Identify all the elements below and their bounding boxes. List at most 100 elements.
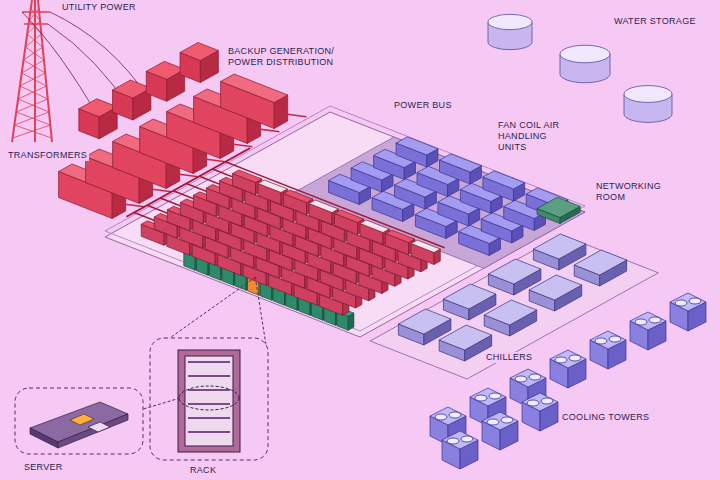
power-bus — [186, 184, 405, 270]
tower-fan — [569, 355, 581, 361]
server-highlight — [179, 386, 239, 410]
tower-fan — [487, 419, 499, 425]
chiller-unit-top — [398, 309, 451, 334]
cooling-tower — [630, 312, 666, 350]
inset-leader — [160, 277, 255, 345]
tower-brace — [27, 34, 42, 47]
building-floor — [105, 112, 585, 337]
server-chip — [88, 422, 110, 432]
generator-top — [146, 61, 184, 79]
chiller-unit-top — [488, 259, 541, 284]
tower-fan — [609, 336, 621, 342]
cooling-towers — [430, 293, 706, 469]
rack-top — [309, 200, 338, 213]
rack-shelf — [188, 431, 230, 433]
tower-top — [630, 312, 666, 330]
cooling-tower — [522, 393, 558, 431]
rack-shelf — [188, 417, 230, 419]
rack-frame — [178, 350, 240, 452]
tower-brace — [18, 99, 49, 112]
chiller-unit-top — [529, 275, 582, 300]
tower-top — [590, 331, 626, 349]
cooling-tower — [550, 350, 586, 388]
rack-shelf — [188, 361, 230, 363]
rack-top — [284, 190, 313, 203]
part-label: RACK — [188, 465, 218, 476]
inset-leader — [140, 398, 180, 410]
server-board-edge — [30, 428, 58, 448]
part-label: SERVER — [22, 462, 65, 473]
distribution-top — [221, 74, 288, 103]
tower-arm — [22, 11, 50, 13]
networking-room-top — [537, 197, 580, 217]
tower-fan — [595, 338, 607, 344]
power-feeder — [249, 128, 280, 132]
transmission-tower — [12, 0, 150, 142]
tower-top — [470, 388, 506, 406]
fan-coil-room — [293, 137, 586, 268]
generator-top — [180, 43, 218, 61]
rack-top — [258, 180, 287, 193]
cooling-tower — [442, 431, 478, 469]
tower-brace — [27, 21, 40, 34]
tank-top — [488, 14, 532, 29]
tower-top — [522, 393, 558, 411]
tower-fan — [435, 414, 447, 420]
generator-top — [113, 80, 151, 98]
tower-top — [482, 412, 518, 430]
cooling-tower — [482, 412, 518, 450]
tower-brace — [22, 73, 47, 86]
tank-top — [624, 86, 672, 103]
tower-brace — [29, 21, 41, 34]
tower-fan — [555, 357, 567, 363]
rack-top — [360, 220, 389, 233]
part-label: CHILLERS — [484, 352, 534, 363]
power-wire — [50, 12, 150, 100]
chiller-unit-top — [533, 234, 586, 259]
tower-top — [550, 350, 586, 368]
tower-top — [670, 293, 706, 311]
tower-top — [430, 407, 466, 425]
chiller-unit-top — [443, 284, 496, 309]
part-label: UTILITY POWER — [60, 2, 138, 13]
tower-fan — [515, 376, 527, 382]
tower-fan — [501, 417, 513, 423]
tank-top — [560, 45, 610, 63]
chiller-unit-top — [574, 250, 627, 275]
tower-fan — [461, 436, 473, 442]
power-bus — [212, 169, 431, 255]
tower-brace — [25, 34, 41, 47]
part-label: COOLING TOWERS — [560, 412, 651, 423]
chillers — [370, 234, 658, 379]
power-feeder — [195, 158, 226, 162]
tower-brace — [25, 47, 44, 60]
tower-brace — [14, 125, 51, 138]
tower-brace — [20, 86, 48, 99]
rack-shelf — [188, 403, 230, 405]
generator-top — [79, 99, 117, 117]
tower-brace — [14, 112, 49, 125]
tower-leg — [34, 0, 36, 142]
rack-shelf — [188, 389, 230, 391]
tower-fan — [527, 400, 539, 406]
tower-brace — [16, 99, 48, 112]
rack-top — [335, 210, 364, 223]
power-feeder — [168, 173, 199, 177]
tower-fan — [675, 300, 687, 306]
part-label: POWER BUS — [392, 100, 454, 111]
tower-fan — [475, 395, 487, 401]
rack-inset — [150, 338, 268, 460]
power-feeder — [114, 203, 145, 207]
tower-brace — [18, 86, 46, 99]
tower-fan — [541, 398, 553, 404]
part-label: FAN COIL AIR HANDLING UNITS — [496, 120, 572, 153]
server-chip — [70, 414, 94, 425]
fan-coil-unit-top — [396, 137, 438, 155]
rack-top — [411, 240, 440, 253]
tower-fan — [689, 298, 701, 304]
tower-fan — [649, 317, 661, 323]
tower-brace — [31, 8, 40, 21]
tower-fan — [447, 438, 459, 444]
